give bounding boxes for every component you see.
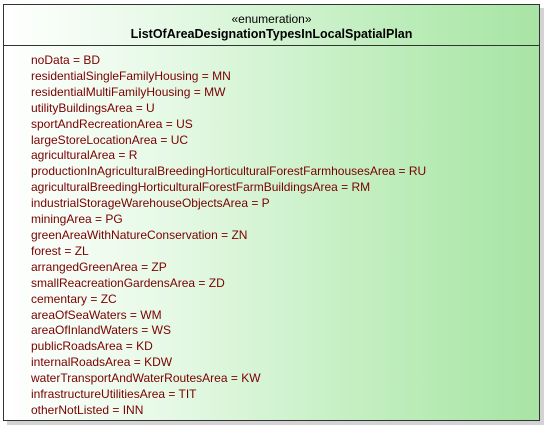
enum-literal: residentialSingleFamilyHousing = MN	[31, 68, 231, 83]
enum-literal: arrangedGreenArea = ZP	[31, 259, 167, 274]
enum-literal: publicRoadsArea = KD	[31, 339, 153, 354]
enum-literal: largeStoreLocationArea = UC	[31, 132, 189, 147]
enum-literal: smallReacreationGardensArea = ZD	[31, 275, 225, 290]
enum-literal: industrialStorageWarehouseObjectsArea = …	[31, 196, 270, 211]
class-header: «enumeration» ListOfAreaDesignationTypes…	[4, 5, 539, 46]
enum-literal: internalRoadsArea = KDW	[31, 355, 173, 370]
enum-literal: residentialMultiFamilyHousing = MW	[31, 84, 226, 99]
enumeration-class-box[interactable]: «enumeration» ListOfAreaDesignationTypes…	[3, 4, 540, 421]
enum-literal: greenAreaWithNatureConservation = ZN	[31, 227, 248, 242]
enum-literal: cementary = ZC	[31, 291, 117, 306]
enum-literal: sportAndRecreationArea = US	[31, 116, 193, 131]
enum-literal: infrastructureUtilitiesArea = TIT	[31, 387, 197, 402]
enum-literal: agriculturalArea = R	[31, 148, 138, 163]
enum-literal: productionInAgriculturalBreedingHorticul…	[31, 164, 427, 179]
enum-literal: utilityBuildingsArea = U	[31, 100, 155, 115]
enum-literal: otherNotListed = INN	[31, 402, 144, 417]
enum-literal: areaOfInlandWaters = WS	[31, 323, 171, 338]
stereotype-label: «enumeration»	[231, 12, 312, 26]
enum-literal: miningArea = PG	[31, 212, 123, 227]
enum-literal: forest = ZL	[31, 243, 89, 258]
enum-literal: waterTransportAndWaterRoutesArea = KW	[31, 371, 261, 386]
enum-literal: areaOfSeaWaters = WM	[31, 307, 162, 322]
enum-literal: agriculturalBreedingHorticulturalForestF…	[31, 180, 371, 195]
class-name: ListOfAreaDesignationTypesInLocalSpatial…	[130, 27, 413, 41]
enum-literal: noData = BD	[31, 53, 101, 67]
